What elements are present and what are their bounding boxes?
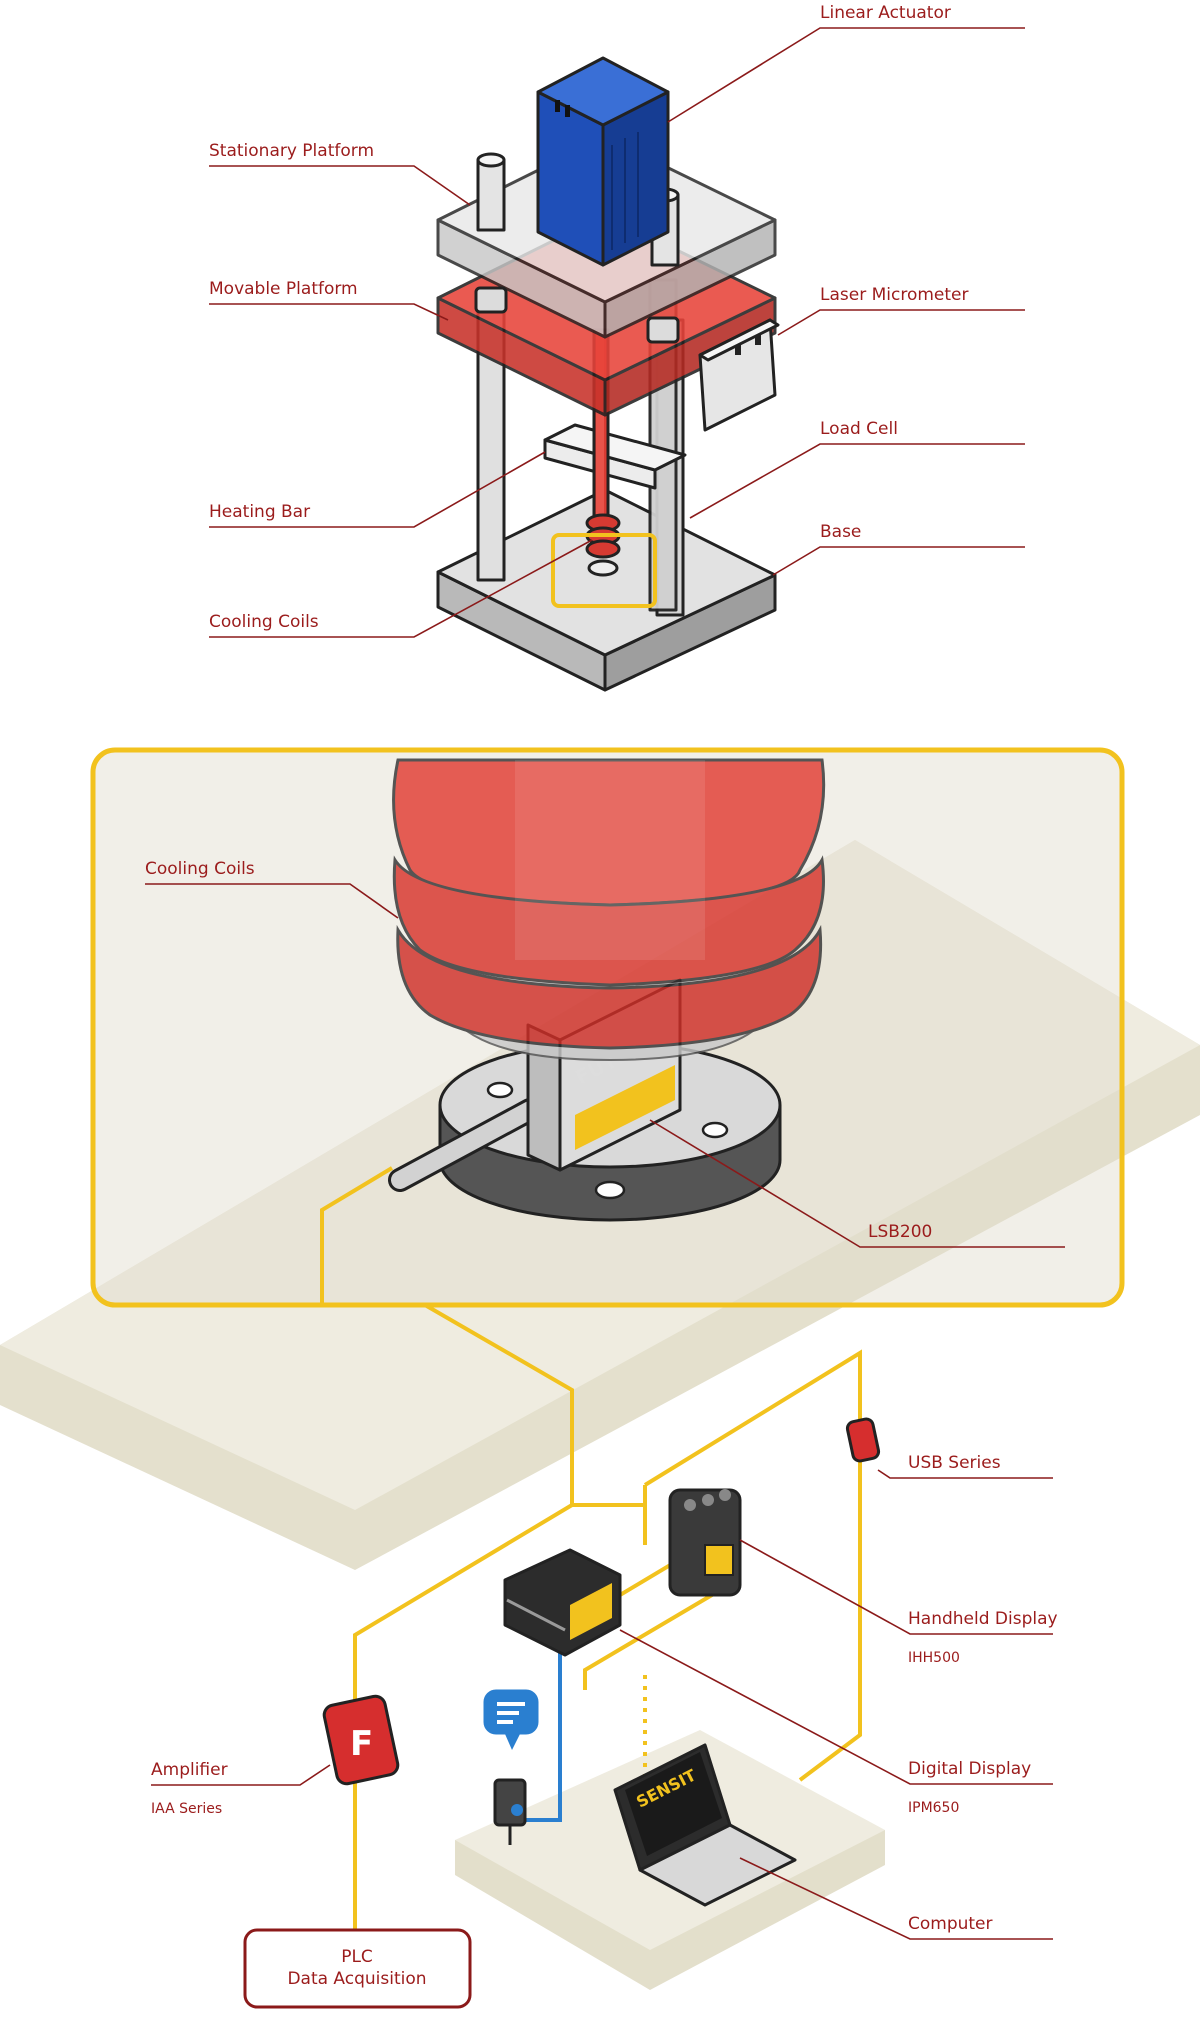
label-movable-platform: Movable Platform <box>209 279 358 299</box>
linear-actuator <box>536 56 670 267</box>
digital-display-device <box>503 1548 622 1657</box>
detail-zoom-panel: FUTEK <box>90 747 1125 1308</box>
plc-data-acquisition-box: PLC Data Acquisition <box>243 1928 472 2009</box>
column-collars <box>474 286 680 344</box>
label-heating-bar: Heating Bar <box>209 502 310 522</box>
detail-panel-border <box>90 747 1125 1308</box>
label-base: Base <box>820 522 861 542</box>
signal-wiring <box>320 1166 862 1935</box>
usb-series-device <box>845 1417 881 1463</box>
data-acquisition-label: Data Acquisition <box>287 1969 426 1989</box>
label-computer: Computer <box>908 1914 993 1934</box>
label-digital-display-model: IPM650 <box>908 1800 959 1816</box>
label-digital-display: Digital Display <box>908 1759 1031 1779</box>
load-cell-highlight-box <box>551 533 657 608</box>
label-stationary-platform: Stationary Platform <box>209 141 374 161</box>
callout-labels: Linear Actuator Stationary Platform Mova… <box>145 3 1058 1934</box>
test-stand <box>436 56 780 692</box>
label-lsb200: LSB200 <box>868 1222 932 1242</box>
leader-lines <box>145 27 1065 1940</box>
label-linear-actuator: Linear Actuator <box>820 3 951 23</box>
amplifier-device: F <box>322 1694 400 1786</box>
power-plug-icon <box>493 1778 527 1845</box>
futek-f-icon: F <box>350 1724 373 1764</box>
label-amplifier: Amplifier <box>151 1760 228 1780</box>
label-laser-micrometer: Laser Micrometer <box>820 285 968 305</box>
laser-micrometer <box>698 318 780 432</box>
load-cell-cable <box>388 1098 542 1192</box>
cooling-coils-large <box>392 758 826 1062</box>
label-load-cell: Load Cell <box>820 419 898 439</box>
label-amplifier-model: IAA Series <box>151 1801 222 1817</box>
label-usb-series: USB Series <box>908 1453 1001 1473</box>
label-cooling-coils: Cooling Coils <box>209 612 319 632</box>
chat-bubble-icon <box>480 1686 542 1750</box>
label-handheld-display-model: IHH500 <box>908 1650 960 1666</box>
computer-laptop: SENSIT <box>613 1743 797 1907</box>
handheld-display-device <box>668 1488 742 1597</box>
cooling-coils-small <box>585 513 621 577</box>
label-handheld-display: Handheld Display <box>908 1609 1058 1629</box>
label-cooling-coils-detail: Cooling Coils <box>145 859 255 879</box>
plc-label: PLC <box>341 1947 373 1967</box>
